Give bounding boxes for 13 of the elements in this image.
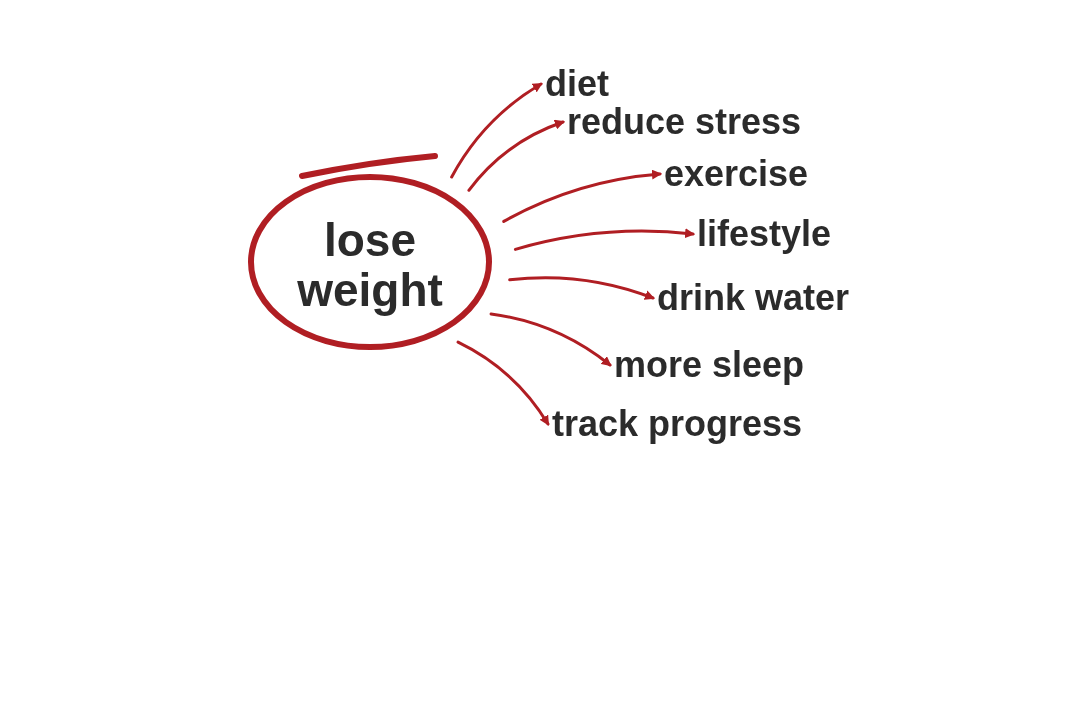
topic-text: lose weight bbox=[296, 215, 444, 315]
arrow bbox=[513, 228, 695, 251]
arrow bbox=[502, 169, 662, 223]
arrow bbox=[467, 120, 565, 192]
arrow bbox=[489, 312, 612, 367]
arrow bbox=[450, 82, 543, 179]
branch-text: drink water bbox=[657, 276, 850, 320]
branch-text: track progress bbox=[552, 402, 803, 446]
arrow bbox=[456, 340, 550, 426]
branch-text: exercise bbox=[664, 152, 809, 196]
branch-text: lifestyle bbox=[697, 212, 832, 256]
branch-text: more sleep bbox=[614, 343, 805, 387]
arrow bbox=[508, 276, 655, 300]
